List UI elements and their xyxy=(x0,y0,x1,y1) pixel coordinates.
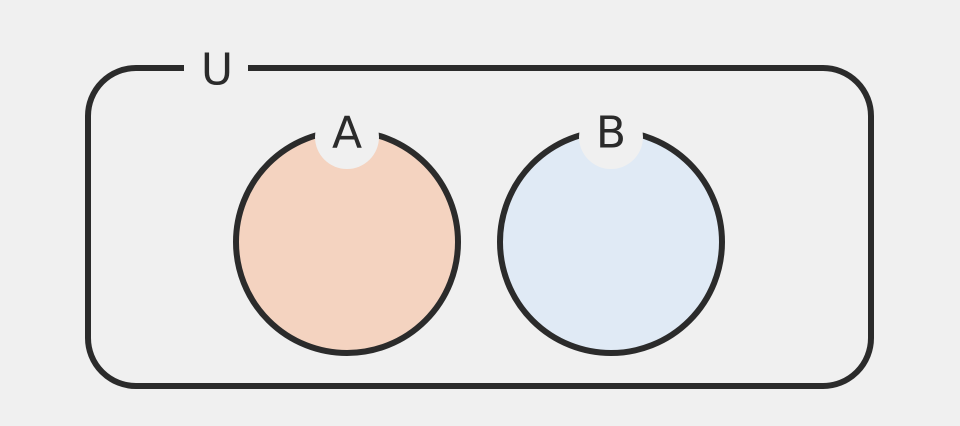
set-b-label: B xyxy=(596,108,626,159)
set-a-label-backdrop xyxy=(315,105,379,169)
set-a-label: A xyxy=(332,108,362,159)
universe-label-gap xyxy=(184,55,248,83)
set-b-label-backdrop xyxy=(579,105,643,169)
universe-box xyxy=(85,65,874,389)
universe-label: U xyxy=(201,45,233,96)
